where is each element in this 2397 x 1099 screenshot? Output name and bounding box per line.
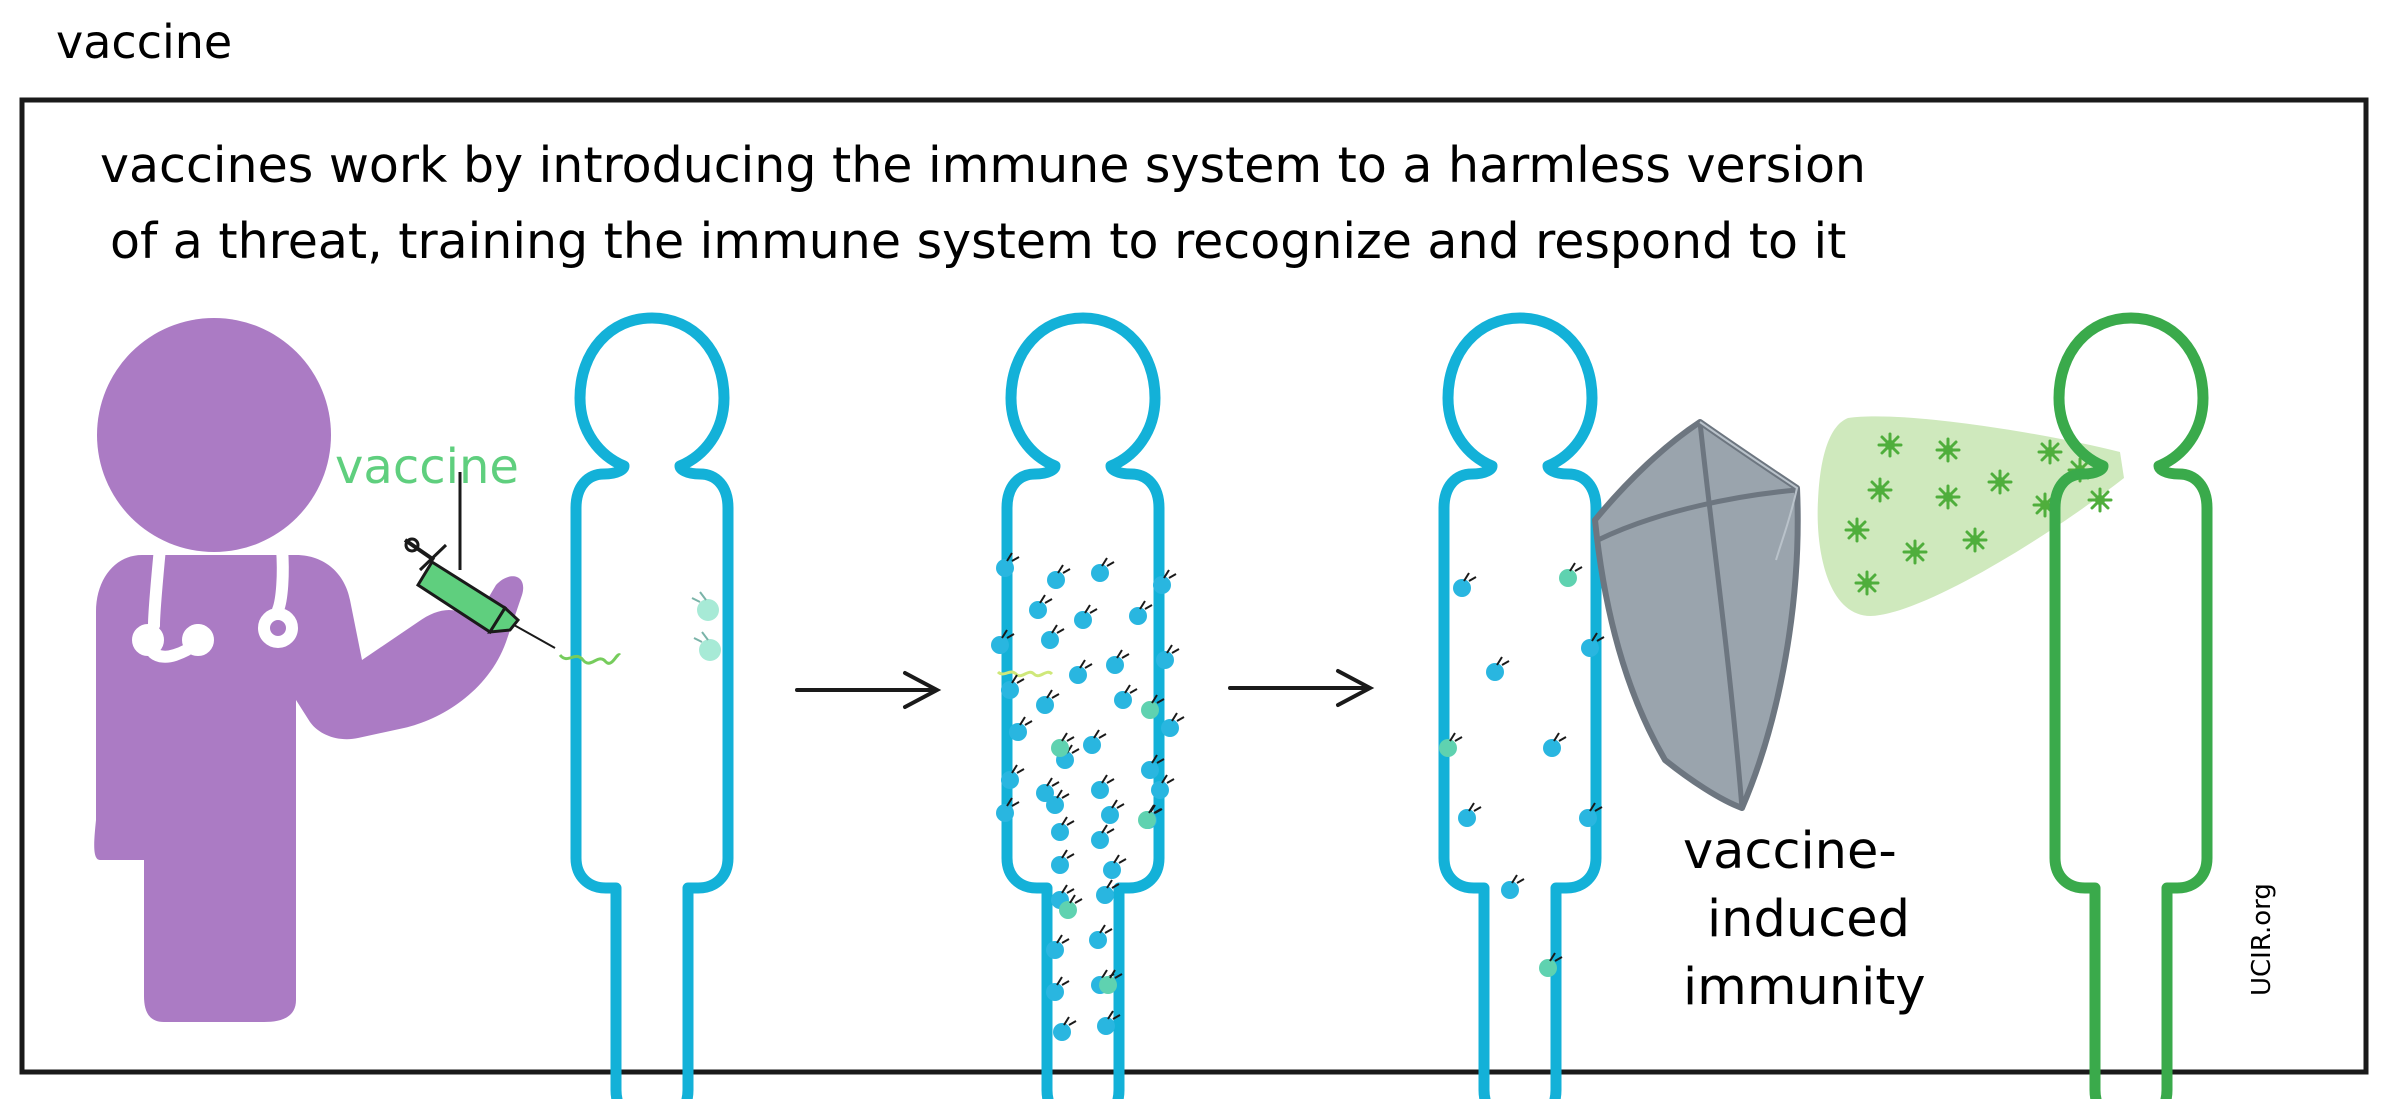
virus-icon [1902, 539, 1928, 565]
immune-cell-icon [1040, 624, 1065, 650]
virus-icon [1867, 477, 1893, 503]
stethoscope-icon [132, 542, 298, 663]
immune-cell-icon [1082, 729, 1107, 755]
immune-cell-icon [1028, 594, 1053, 620]
virus-icon [1962, 527, 1988, 553]
immune-cell-icon [1035, 689, 1060, 715]
shield-icon [1592, 419, 1801, 811]
arrow-icon [1228, 669, 1375, 707]
immune-cell-icon [1457, 802, 1482, 828]
syringe-label: vaccine [335, 439, 519, 495]
immunity-label-line-1: vaccine- [1683, 822, 1897, 881]
immune-cell-icon [1500, 874, 1525, 900]
immune-cell-icon [1485, 656, 1510, 682]
credit-text: UCIR.org [2247, 883, 2277, 996]
memory-cells [1438, 562, 1605, 978]
virus-icon [1935, 484, 1961, 510]
immune-cell-icon [1073, 604, 1098, 630]
immune-cell-icon [1542, 732, 1567, 758]
immune-cell-icon [1088, 924, 1113, 950]
immune-cell-icon [1113, 684, 1138, 710]
naive-cell-2 [693, 631, 721, 661]
immune-cell-icon [1090, 774, 1115, 800]
immune-cell-icon [1452, 572, 1477, 598]
person-body-2 [1007, 318, 1159, 1099]
syringe-icon [403, 537, 556, 649]
virus-icon [1854, 570, 1880, 596]
panel-frame [19, 97, 2369, 1075]
immune-cell-icon [1090, 824, 1115, 850]
immune-cell-icon [1050, 816, 1075, 842]
virus-icon [1844, 517, 1870, 543]
naive-cell-1 [691, 591, 719, 621]
immune-cell-icon [1050, 849, 1075, 875]
doctor-figure [94, 318, 524, 1022]
immune-cell-icon [1558, 562, 1583, 588]
immune-cell-icon [1052, 1016, 1077, 1042]
virus-icon [1987, 469, 2013, 495]
immune-cell-icon [1105, 649, 1130, 675]
person-body-3 [1444, 318, 1596, 1099]
page-title: vaccine [56, 15, 232, 69]
immune-cell-icon [1100, 799, 1125, 825]
antigen-fragments [996, 670, 1054, 678]
virus-icon [1877, 432, 1903, 458]
caption-line-1: vaccines work by introducing the immune … [100, 137, 1866, 194]
immune-cell-icon [1090, 557, 1115, 583]
immune-cell-icon [1046, 564, 1071, 590]
vaccine-antigen-squiggle [558, 653, 622, 665]
virus-spray [1817, 416, 2124, 616]
virus-icon [2087, 487, 2113, 513]
immunity-label-line-2: induced [1707, 890, 1910, 949]
immune-cell-icon [1102, 854, 1127, 880]
immune-cell-icon [1068, 659, 1093, 685]
immune-cell-icon [1128, 600, 1153, 626]
caption-line-2: of a threat, training the immune system … [110, 213, 1846, 270]
arrow-icon [795, 671, 942, 709]
virus-icon [2037, 439, 2063, 465]
person-body-protected [2055, 318, 2207, 1099]
immunity-label-line-3: immunity [1683, 958, 1926, 1017]
person-body-1 [576, 318, 728, 1099]
virus-icon [1935, 437, 1961, 463]
